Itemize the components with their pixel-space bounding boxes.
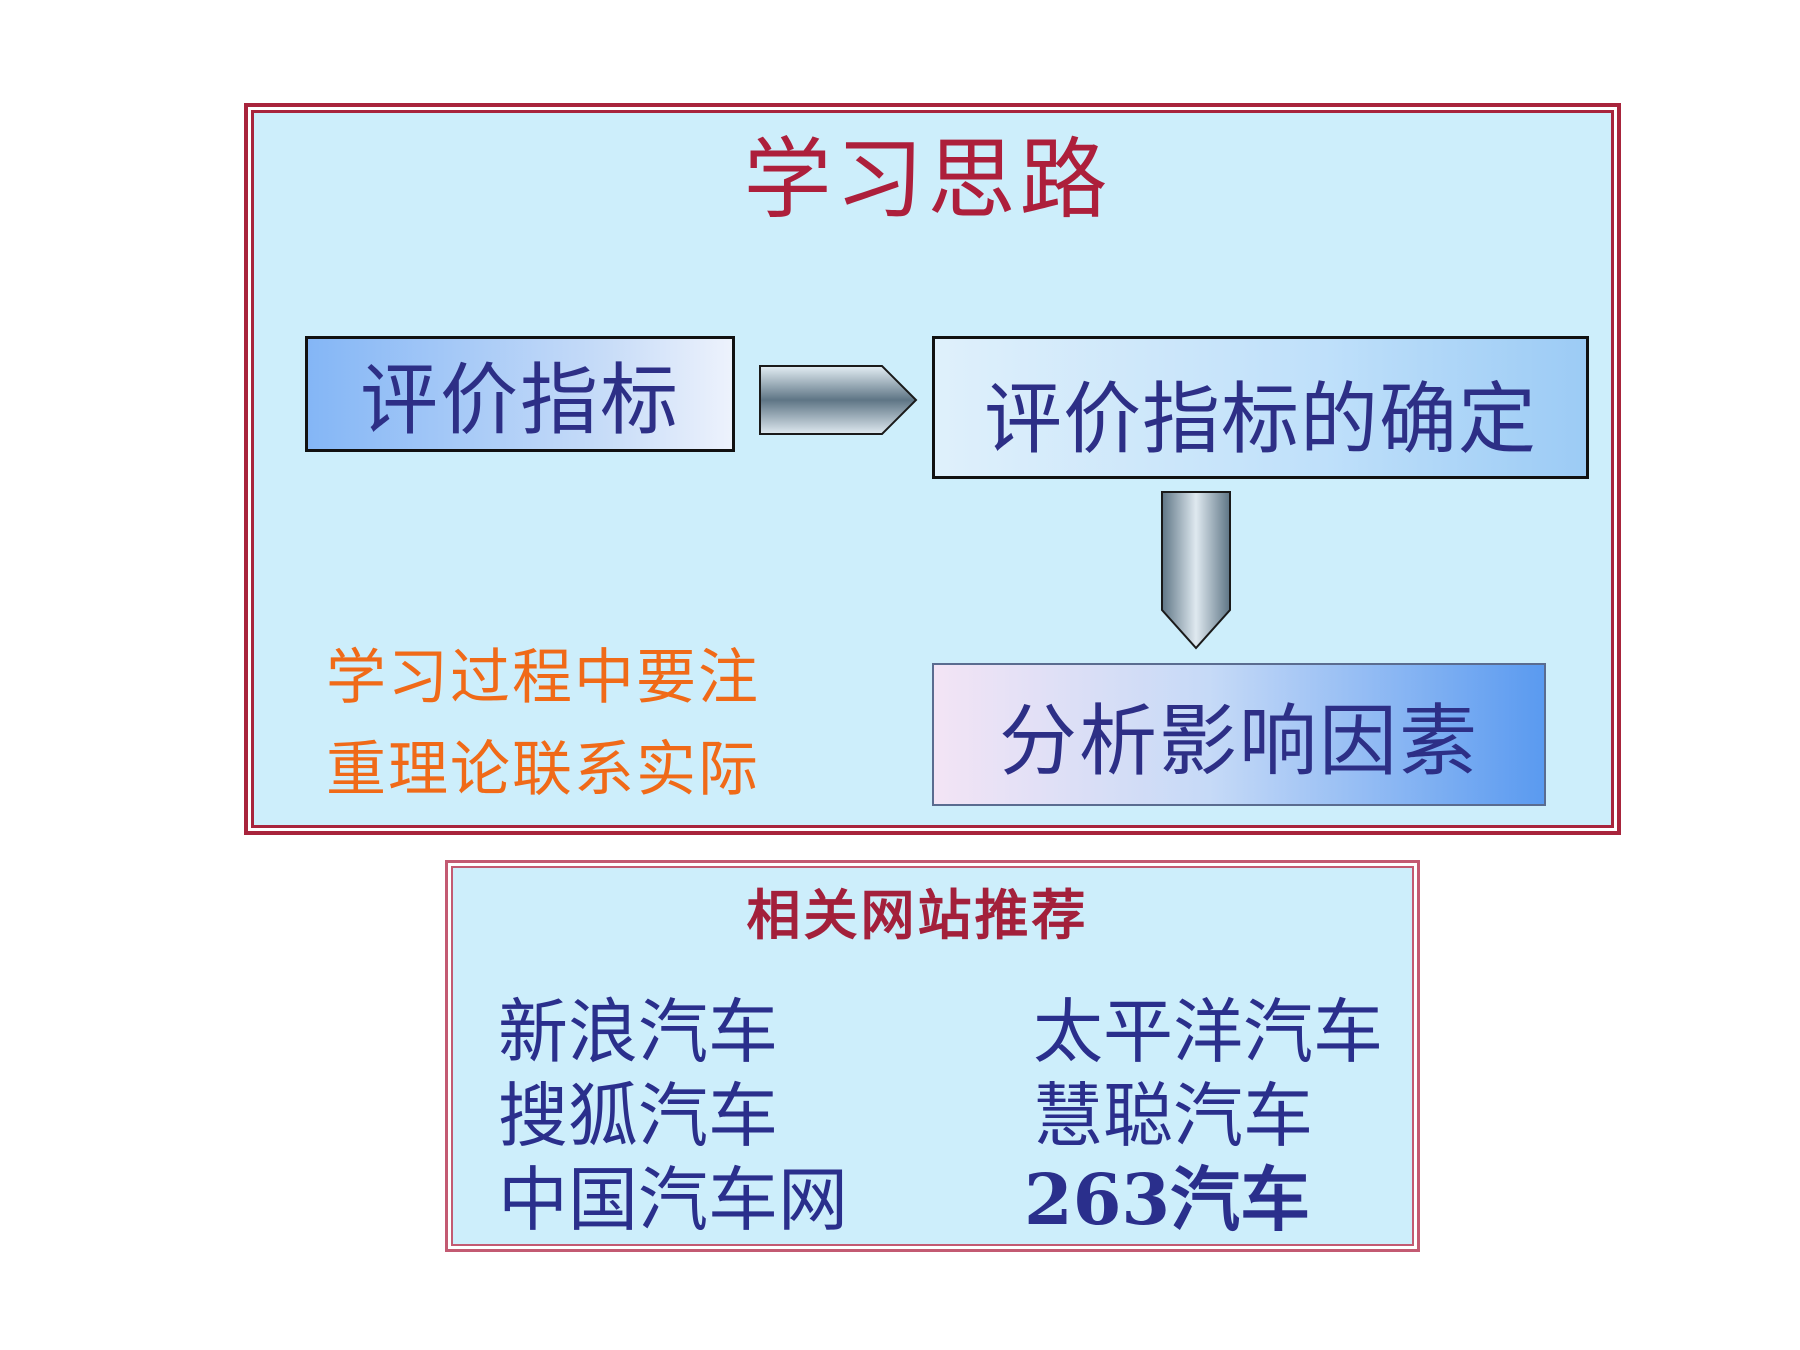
- link-china-auto-net[interactable]: 中国汽车网: [498, 1159, 848, 1241]
- link-pacific-auto[interactable]: 太平洋汽车: [1033, 991, 1383, 1073]
- learning-path-title: 学习思路: [743, 128, 1112, 231]
- arrow-right-icon: [759, 365, 918, 435]
- evaluation-indicator-label: 评价指标: [359, 356, 680, 446]
- link-hc360-auto[interactable]: 慧聪汽车: [1033, 1075, 1313, 1157]
- analyze-factors-label: 分析影响因素: [998, 696, 1479, 787]
- link-263-auto[interactable]: 263汽车: [1024, 1158, 1311, 1241]
- study-note-line-2: 重理论联系实际: [326, 735, 760, 805]
- indicator-determination-box: 评价指标的确定: [932, 336, 1589, 479]
- indicator-determination-label: 评价指标的确定: [983, 374, 1537, 465]
- study-note-line-1: 学习过程中要注: [326, 643, 760, 713]
- related-websites-title: 相关网站推荐: [746, 884, 1089, 947]
- related-websites-panel: 相关网站推荐 新浪汽车 搜狐汽车 中国汽车网 太平洋汽车 慧聪汽车 263汽车: [445, 860, 1420, 1252]
- analyze-factors-box: 分析影响因素: [932, 663, 1546, 806]
- link-sohu-auto[interactable]: 搜狐汽车: [498, 1075, 778, 1157]
- link-sina-auto[interactable]: 新浪汽车: [498, 991, 778, 1073]
- arrow-down-icon: [1161, 491, 1231, 650]
- evaluation-indicator-box: 评价指标: [305, 336, 735, 452]
